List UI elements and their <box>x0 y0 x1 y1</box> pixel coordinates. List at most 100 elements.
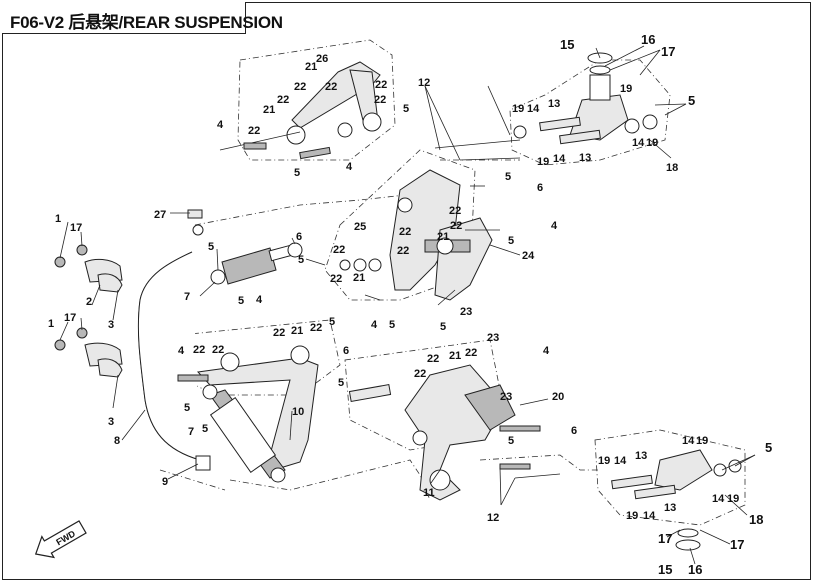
callout-label: 21 <box>353 272 365 284</box>
callout-label: 10 <box>292 406 304 418</box>
callout-label: 4 <box>217 119 224 131</box>
callout-label: 18 <box>749 512 763 527</box>
callout-label: 22 <box>374 94 386 106</box>
callout-label: 1 <box>55 213 61 225</box>
callout-label: 14 <box>712 493 725 505</box>
callout-label: 5 <box>508 235 514 247</box>
callout-label: 15 <box>658 562 672 577</box>
callout-label: 26 <box>316 53 328 65</box>
callout-label: 6 <box>343 345 349 357</box>
callout-label: 22 <box>273 327 285 339</box>
callout-label: 22 <box>397 245 409 257</box>
callout-label: 22 <box>294 81 306 93</box>
callout-label: 3 <box>108 416 114 428</box>
callout-label: 8 <box>114 435 120 447</box>
callout-label: 7 <box>184 291 190 303</box>
callout-label: 5 <box>208 241 214 253</box>
callout-label: 23 <box>487 332 499 344</box>
callout-label: 22 <box>399 226 411 238</box>
lower-arm-left <box>177 345 319 469</box>
callout-label: 19 <box>598 455 610 467</box>
callout-label: 20 <box>552 391 564 403</box>
upper-arm-right <box>434 52 658 161</box>
callout-label: 19 <box>646 137 658 149</box>
callout-label: 5 <box>508 435 514 447</box>
callout-label: 22 <box>193 344 205 356</box>
callout-label: 17 <box>661 44 675 59</box>
stabilizer-bar <box>137 251 211 471</box>
callout-label: 22 <box>277 94 289 106</box>
page-title: F06-V2 后悬架/REAR SUSPENSION <box>10 13 283 32</box>
callout-label: 24 <box>522 250 535 262</box>
callout-label: 3 <box>108 319 114 331</box>
callout-label: 22 <box>427 353 439 365</box>
callout-label: 22 <box>212 344 224 356</box>
callout-label: 14 <box>643 510 656 522</box>
callout-label: 6 <box>571 425 577 437</box>
callout-label: 19 <box>512 103 524 115</box>
callout-label: 17 <box>658 531 672 546</box>
callout-label: 22 <box>248 125 260 137</box>
callout-label: 12 <box>487 512 499 524</box>
callout-label: 17 <box>730 537 744 552</box>
callout-label: 4 <box>256 294 263 306</box>
callout-label: 5 <box>184 402 190 414</box>
callout-label: 4 <box>346 161 353 173</box>
callout-label: 19 <box>626 510 638 522</box>
callout-label: 13 <box>579 152 591 164</box>
upper-shock <box>187 209 303 285</box>
callout-label: 5 <box>688 93 695 108</box>
callout-label: 16 <box>641 32 655 47</box>
knuckle-assembly <box>348 364 541 501</box>
callout-label: 5 <box>505 171 511 183</box>
callout-label: 14 <box>553 153 566 165</box>
callout-leaders <box>59 45 756 565</box>
callout-label: 15 <box>560 37 574 52</box>
callout-label: 5 <box>403 103 409 115</box>
callout-label: 21 <box>263 104 275 116</box>
bushing-clamps <box>54 244 123 378</box>
callout-label: 22 <box>375 79 387 91</box>
callout-label: 17 <box>70 222 82 234</box>
callout-label: 23 <box>500 391 512 403</box>
callout-label: 16 <box>688 562 702 577</box>
callout-label: 22 <box>325 81 337 93</box>
callout-label: 17 <box>64 312 76 324</box>
callout-label: 13 <box>548 98 560 110</box>
callout-label: 13 <box>664 502 676 514</box>
callout-label: 4 <box>371 319 378 331</box>
callout-label: 21 <box>449 350 461 362</box>
callout-label: 2 <box>86 296 92 308</box>
callout-label: 22 <box>333 244 345 256</box>
callout-label: 14 <box>632 137 645 149</box>
lower-arm-right <box>514 449 742 551</box>
callout-label: 1 <box>48 318 54 330</box>
callout-label: 7 <box>188 426 194 438</box>
callout-label: 6 <box>296 231 302 243</box>
callout-label: 4 <box>178 345 185 357</box>
callout-label: 5 <box>389 319 395 331</box>
callout-label: 19 <box>727 493 739 505</box>
callout-label: 22 <box>449 205 461 217</box>
callout-label: 9 <box>162 476 168 488</box>
callout-label: 14 <box>682 435 695 447</box>
callout-labels: 1 17 2 3 1 17 3 8 9 27 5 6 7 5 4 22 22 2… <box>48 32 772 577</box>
callout-label: 21 <box>437 231 449 243</box>
callout-label: 4 <box>551 220 558 232</box>
callout-label: 5 <box>202 423 208 435</box>
callout-label: 22 <box>450 220 462 232</box>
forward-arrow-icon: FWD <box>34 520 87 559</box>
callout-label: 5 <box>440 321 446 333</box>
callout-label: 25 <box>354 221 366 233</box>
callout-label: 11 <box>423 487 435 499</box>
callout-label: 5 <box>238 295 244 307</box>
callout-label: 6 <box>537 182 543 194</box>
callout-label: 21 <box>305 61 317 73</box>
callout-label: 22 <box>414 368 426 380</box>
frame-bracket <box>339 169 500 301</box>
callout-label: 23 <box>460 306 472 318</box>
callout-label: 19 <box>696 435 708 447</box>
callout-label: 21 <box>291 325 303 337</box>
